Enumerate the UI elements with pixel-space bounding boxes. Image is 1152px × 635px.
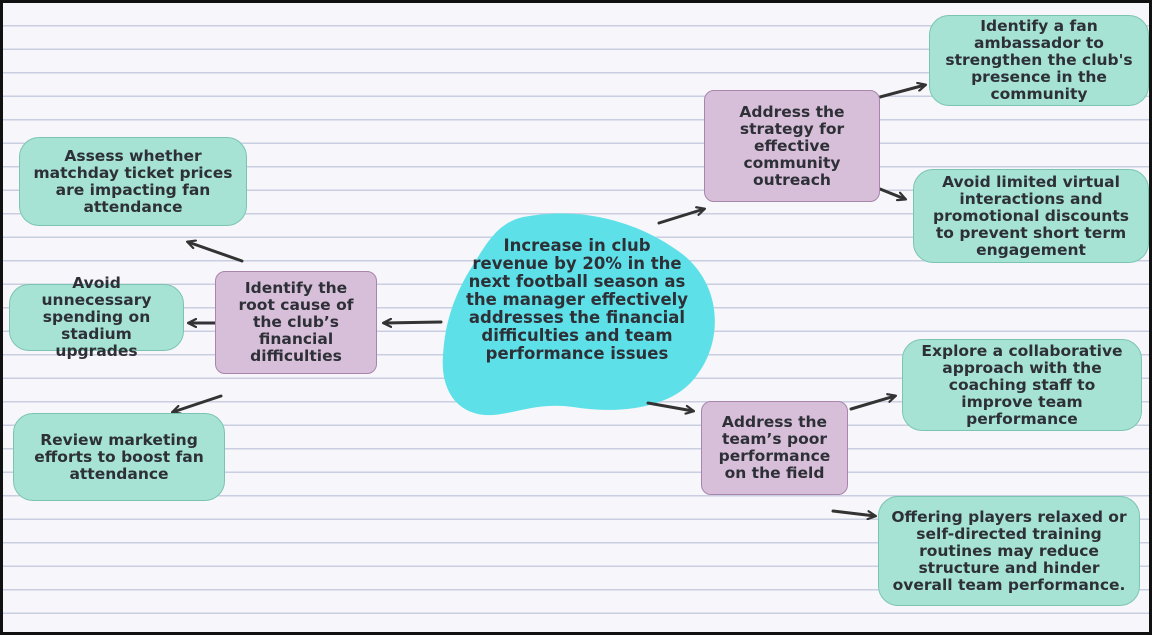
leaf-fan-ambassador: Identify a fan ambassador to strengthen … — [929, 15, 1149, 106]
arrow-performance-to-training — [831, 509, 875, 516]
leaf-marketing-efforts: Review marketing efforts to boost fan at… — [13, 413, 225, 501]
arrow-center-to-community — [657, 209, 704, 225]
arrow-center-to-performance — [646, 401, 693, 411]
central-blob — [442, 213, 715, 416]
arrow-root-cause-to-ticket-prices — [188, 242, 244, 263]
arrow-community-to-virtual — [878, 187, 905, 199]
connector-layer — [3, 3, 1152, 635]
branch-team-performance: Address the team’s poor performance on t… — [701, 401, 848, 495]
leaf-collaborative-approach: Explore a collaborative approach with th… — [902, 339, 1142, 431]
central-goal: Increase in club revenue by 20% in the n… — [465, 236, 689, 363]
arrow-community-to-ambassador — [878, 85, 925, 99]
leaf-training-routines: Offering players relaxed or self-directe… — [878, 496, 1140, 606]
leaf-stadium-spending: Avoid unnecessary spending on stadium up… — [9, 275, 184, 360]
branch-community-outreach: Address the strategy for effective commu… — [704, 90, 880, 202]
arrow-performance-to-collaborative — [849, 396, 895, 411]
leaf-virtual-interactions: Avoid limited virtual interactions and p… — [913, 169, 1149, 263]
arrow-root-cause-to-marketing — [173, 394, 223, 412]
arrow-center-to-root-cause — [384, 322, 443, 323]
branch-root-cause: Identify the root cause of the club’s fi… — [215, 271, 377, 374]
leaf-ticket-prices: Assess whether matchday ticket prices ar… — [19, 137, 247, 226]
